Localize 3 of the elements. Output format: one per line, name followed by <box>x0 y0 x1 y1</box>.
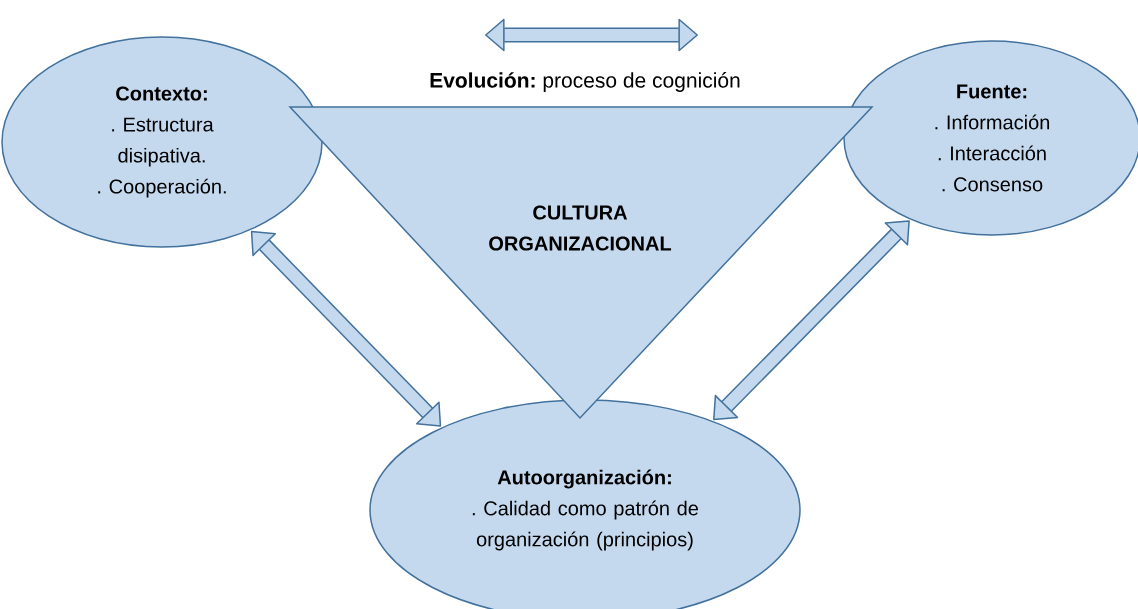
heading: Evolución: proceso de cognición <box>430 72 740 92</box>
double-arrow <box>713 220 910 421</box>
double-arrow <box>250 230 442 427</box>
